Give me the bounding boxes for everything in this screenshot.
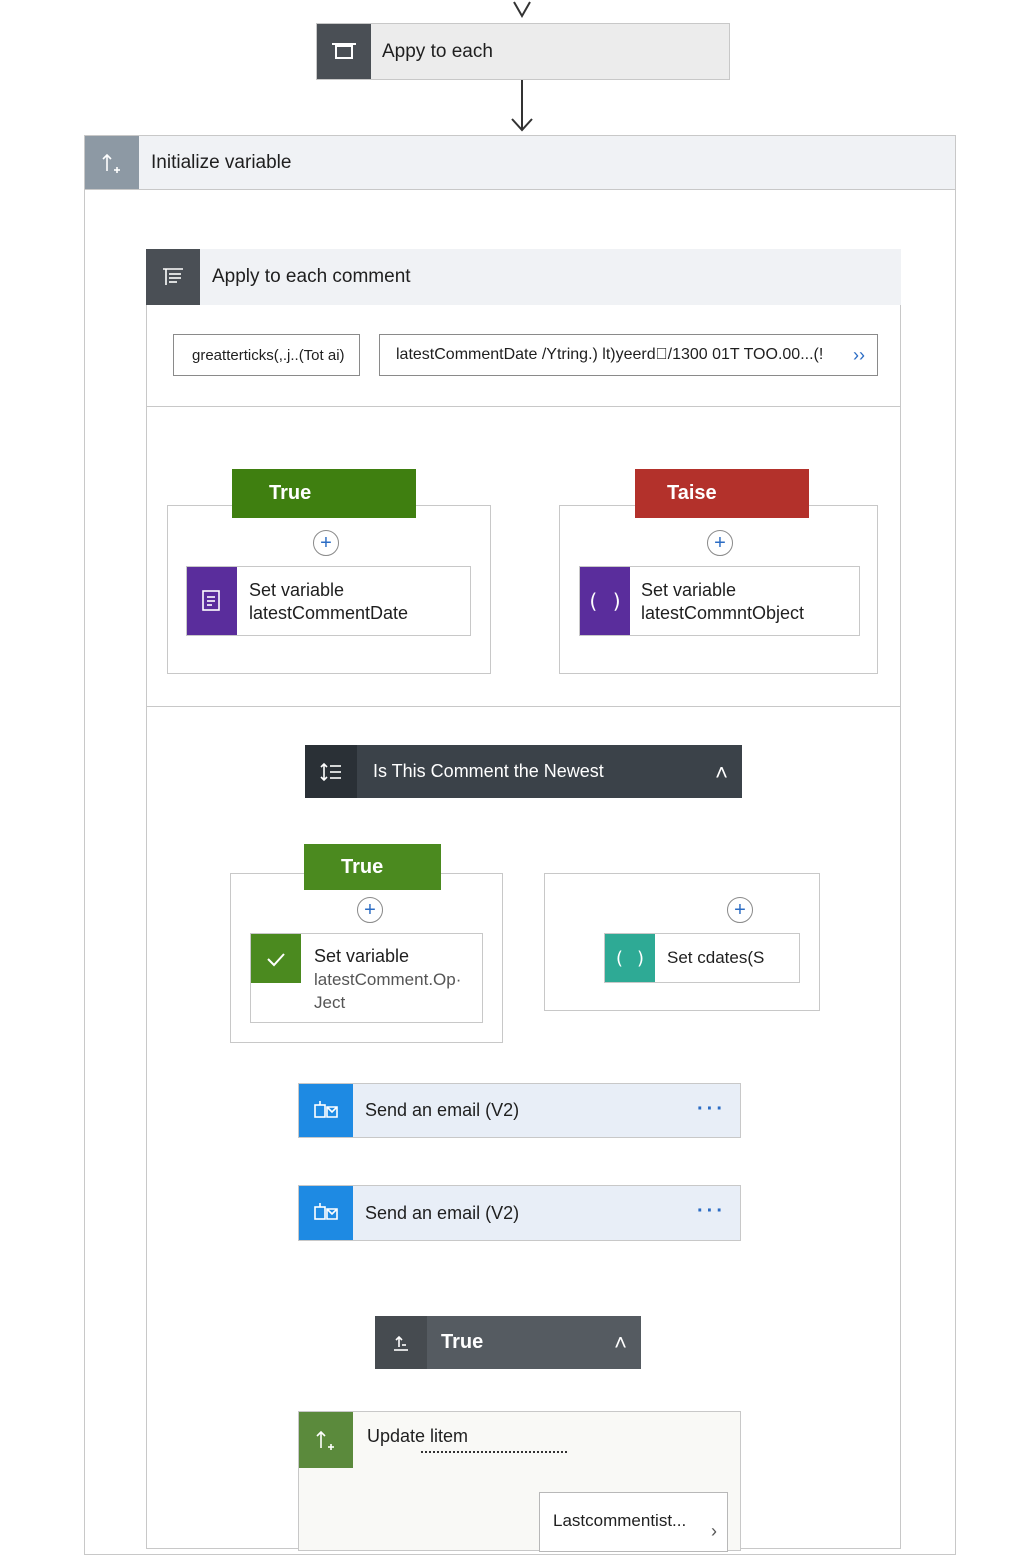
action-title: Is This Comment the Newest	[373, 761, 604, 781]
action-subtitle: latestCommentDate	[249, 603, 409, 623]
scope-icon	[375, 1316, 427, 1369]
set-variable-action[interactable]: Set variable latestComment.Op· Ject	[250, 933, 483, 1023]
action-title: Update litem	[367, 1426, 469, 1446]
action-title: Send an email (V2)	[365, 1100, 520, 1120]
add-action-button[interactable]: +	[357, 897, 383, 923]
action-title: Set variable	[314, 946, 410, 966]
email-icon	[299, 1084, 353, 1137]
condition-left-operand[interactable]: greatterticks(,.j..(Tot ai)	[173, 334, 360, 376]
apply-to-each-comment-header[interactable]: Apply to each comment	[146, 249, 901, 305]
add-action-button[interactable]: +	[707, 530, 733, 556]
other-branch-box	[544, 873, 820, 1011]
loop-icon	[317, 24, 371, 79]
action-subtitle: latestComment.Op·	[314, 970, 462, 989]
add-action-button[interactable]: +	[727, 897, 753, 923]
false-branch-header[interactable]: Taise	[635, 469, 809, 518]
loop-list-icon	[146, 249, 200, 305]
true-branch-header[interactable]: True	[304, 844, 441, 890]
title-underline	[421, 1451, 567, 1453]
condition-branches-area	[146, 406, 901, 707]
update-item-action[interactable]: Update litem Lastcommentist... ›	[298, 1411, 741, 1552]
update-icon	[299, 1412, 353, 1468]
true-branch-header[interactable]: True	[232, 469, 416, 518]
true-scope-action[interactable]: True ˄	[375, 1316, 641, 1369]
variable-braces-icon: ( )	[605, 934, 655, 982]
action-title: Set variable	[641, 580, 737, 600]
action-title: Set cdates(S	[667, 948, 765, 967]
action-title: Set variable	[249, 580, 345, 600]
apply-to-each-action[interactable]: Appy to each	[316, 23, 730, 80]
action-title: True	[441, 1331, 484, 1353]
action-title: Appy to each	[382, 40, 493, 62]
expand-icon[interactable]: ››	[853, 344, 865, 365]
set-variable-icon	[187, 567, 237, 635]
action-subtitle: latestCommntObject	[641, 603, 805, 623]
send-email-action[interactable]: Send an email (V2) ···	[298, 1083, 741, 1138]
chevron-right-icon: ›	[711, 1521, 717, 1541]
collapse-chevron-icon[interactable]: ˄	[715, 760, 728, 785]
field-dropdown[interactable]: Lastcommentist... ›	[539, 1492, 728, 1552]
email-icon	[299, 1186, 353, 1240]
variable-braces-icon: ( )	[580, 567, 630, 635]
action-title: Initialize variable	[151, 151, 292, 173]
condition-expression: latestCommentDate /Ytring.) lt)yeerd⃝/13…	[396, 346, 824, 363]
action-title: Apply to each comment	[212, 266, 411, 287]
set-variable-action[interactable]: ( ) Set cdates(S	[604, 933, 800, 983]
more-options-icon[interactable]: ···	[697, 1098, 726, 1120]
action-title: Send an email (V2)	[365, 1202, 520, 1223]
set-variable-action[interactable]: Set variable latestCommentDate	[186, 566, 471, 636]
condition-right-operand[interactable]: latestCommentDate /Ytring.) lt)yeerd⃝/13…	[379, 334, 878, 376]
add-action-button[interactable]: +	[313, 530, 339, 556]
set-variable-action[interactable]: ( ) Set variable latestCommntObject	[579, 566, 860, 636]
more-options-icon[interactable]: ···	[697, 1200, 726, 1222]
send-email-action[interactable]: Send an email (V2) ···	[298, 1185, 741, 1241]
newest-condition-action[interactable]: Is This Comment the Newest ˄	[305, 745, 742, 798]
collapse-chevron-icon[interactable]: ˄	[614, 1330, 627, 1355]
field-value: Lastcommentist...	[553, 1511, 687, 1530]
variable-icon	[85, 136, 139, 189]
condition-icon	[305, 745, 357, 798]
check-icon	[251, 934, 301, 983]
initialize-variable-header[interactable]: Initialize variable	[84, 135, 956, 190]
action-subtitle-cont: Ject	[314, 993, 346, 1012]
